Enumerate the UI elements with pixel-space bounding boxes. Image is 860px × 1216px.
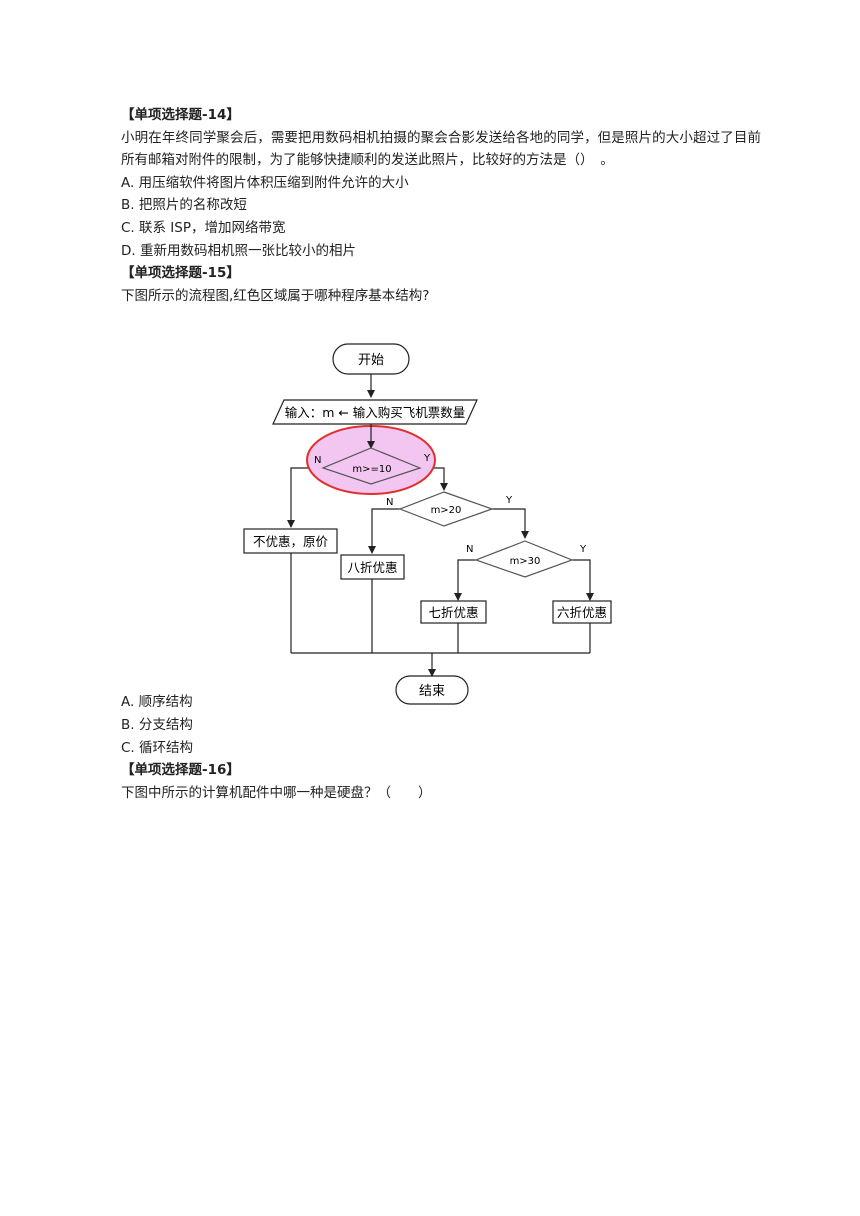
q16-heading: 【单项选择题-16】 — [121, 762, 240, 779]
process-20-off-label: 八折优惠 — [347, 560, 397, 575]
q15-option-a[interactable]: A. 顺序结构 — [121, 694, 193, 711]
q16-stem: 下图中所示的计算机配件中哪一种是硬盘？（ ） — [121, 784, 432, 801]
q15-stem: 下图所示的流程图,红色区域属于哪种程序基本结构? — [121, 287, 430, 304]
q14-option-c[interactable]: C. 联系 ISP，增加网络带宽 — [121, 219, 286, 236]
question-content: 【单项选择题-14】 小明在年终同学聚会后，需要把用数码相机拍摄的聚会合影发送给… — [121, 104, 761, 804]
decision-2-label: m>20 — [431, 505, 462, 516]
start-terminal — [332, 343, 410, 375]
input-box — [272, 399, 478, 425]
process-40-off-label: 六折优惠 — [557, 605, 607, 620]
q15-option-b[interactable]: B. 分支结构 — [121, 716, 193, 733]
q15-option-c[interactable]: C. 循环结构 — [121, 739, 194, 756]
q15-heading: 【单项选择题-15】 — [121, 265, 240, 282]
process-no-discount-label: 不优惠，原价 — [253, 534, 329, 549]
process-no-discount — [243, 528, 338, 554]
decision-3-label: m>30 — [510, 556, 541, 567]
q14-option-a[interactable]: A. 用压缩软件将图片体积压缩到附件允许的大小 — [121, 174, 409, 191]
d1-y-label: Y — [423, 453, 431, 464]
q14-option-d[interactable]: D. 重新用数码相机照一张比较小的相片 — [121, 242, 356, 259]
decision-1 — [321, 447, 422, 485]
d2-n-label: N — [386, 497, 393, 508]
decision-2 — [398, 491, 494, 527]
d3-n-label: N — [466, 544, 473, 555]
start-label: 开始 — [358, 353, 384, 368]
d1-n-label: N — [314, 455, 321, 466]
input-label: 输入：m ← 输入购买飞机票数量 — [285, 405, 466, 420]
d3-y-label: Y — [579, 544, 587, 555]
q14-option-b[interactable]: B. 把照片的名称改短 — [121, 197, 247, 214]
end-terminal — [395, 675, 469, 705]
q14-heading: 【单项选择题-14】 — [121, 107, 240, 123]
decision-1-label: m>=10 — [352, 464, 391, 475]
flowchart: 开始 输入：m ← 输入购买飞机票数量 m>=10 N Y m>20 N Y m… — [243, 343, 612, 705]
decision-3 — [474, 540, 574, 578]
q14-stem: 小明在年终同学聚会后，需要把用数码相机拍摄的聚会合影发送给各地的同学，但是照片的… — [121, 129, 761, 169]
process-40-off — [552, 600, 612, 624]
process-30-off — [420, 600, 487, 624]
d2-y-label: Y — [505, 495, 513, 506]
process-30-off-label: 七折优惠 — [428, 605, 478, 620]
end-label: 结束 — [419, 684, 445, 699]
process-20-off — [340, 554, 405, 580]
